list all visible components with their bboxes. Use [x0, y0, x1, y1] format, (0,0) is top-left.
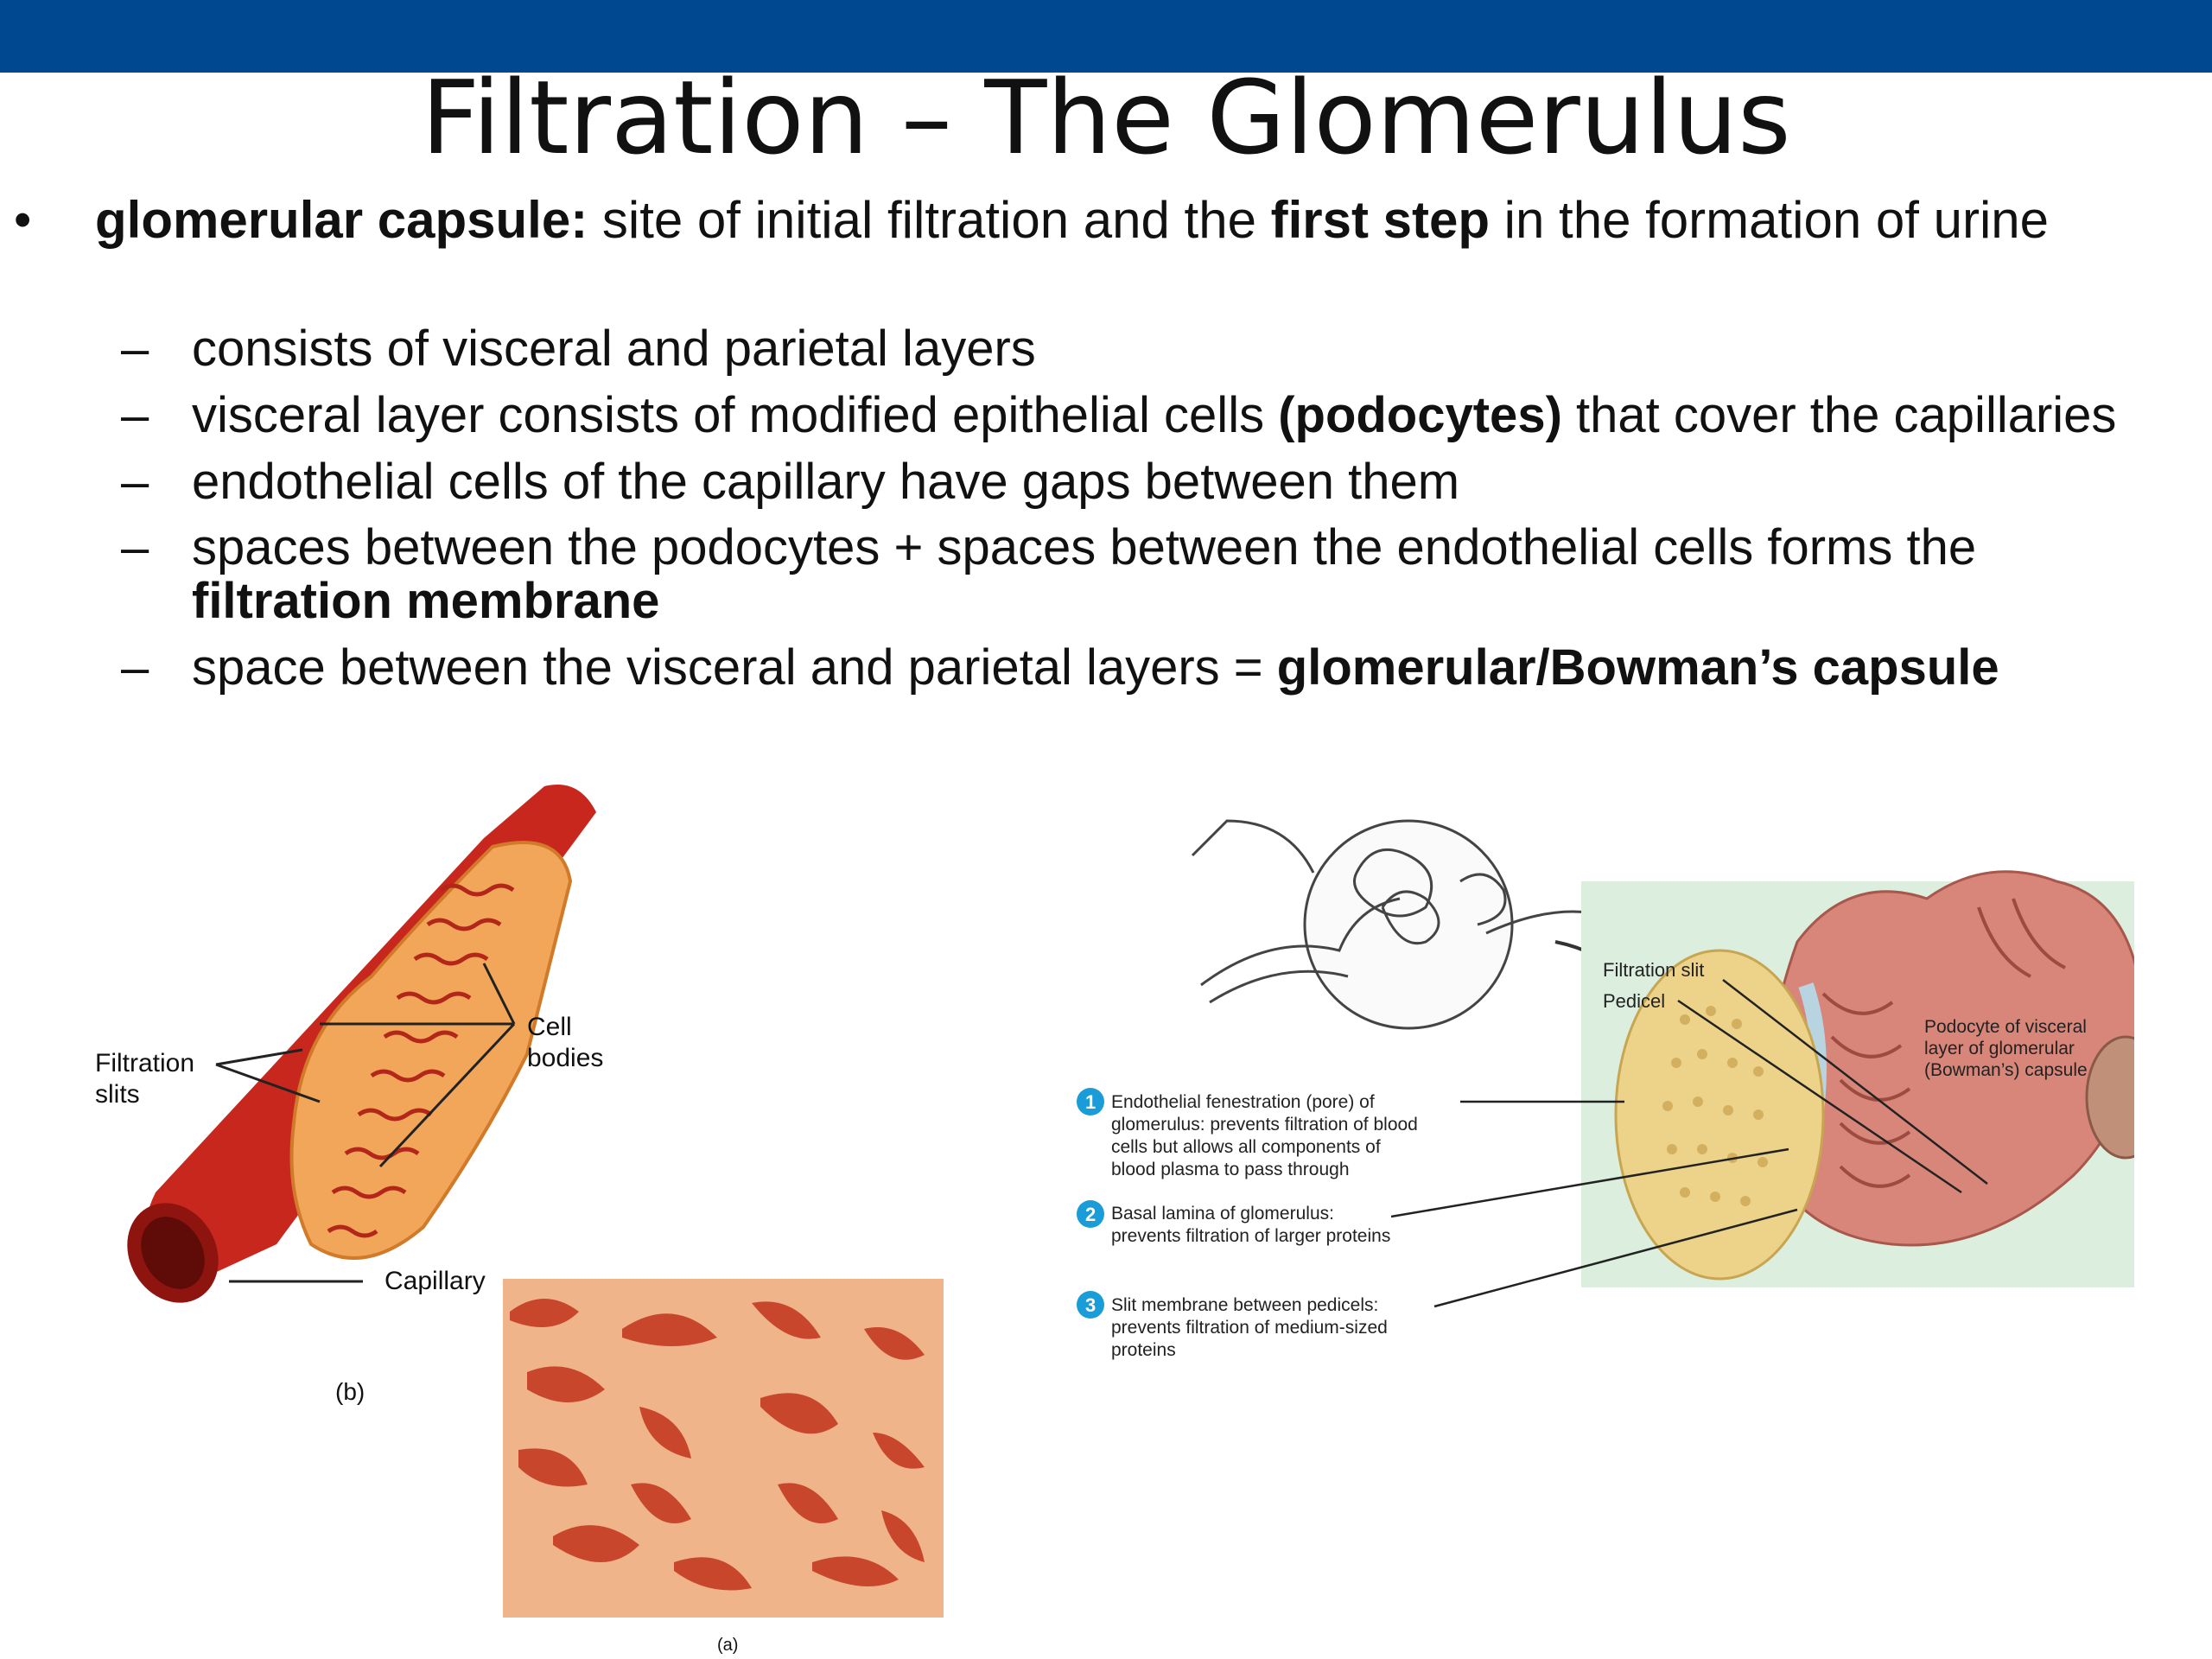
header-bar	[0, 0, 2212, 73]
callout-2-num: 2	[1085, 1204, 1096, 1225]
sub-bullet-3: endothelial cells of the capillary have …	[192, 454, 1460, 510]
label-podocyte-1: Podocyte of visceral	[1924, 1017, 2087, 1037]
term-podocytes: (podocytes)	[1278, 387, 1562, 443]
callout-1-line-4: blood plasma to pass through	[1111, 1160, 1350, 1179]
micrograph-a: (a)	[503, 1279, 944, 1655]
callout-3-line-3: proteins	[1111, 1340, 1176, 1360]
slide-title: Filtration – The Glomerulus	[421, 58, 1791, 177]
sub-bullet-2: visceral layer consists of modified epit…	[192, 389, 2179, 442]
label-filtration-slit: Filtration slit	[1603, 959, 1704, 981]
main-bullet: glomerular capsule: site of initial filt…	[95, 190, 2152, 251]
dash-1: –	[121, 321, 149, 377]
renal-corpuscle-sketch	[1191, 819, 1643, 1030]
label-a: (a)	[717, 1636, 738, 1655]
label-capillary: Capillary	[385, 1267, 486, 1295]
label-slits: slits	[95, 1080, 140, 1109]
left-leader-lines	[215, 963, 516, 1283]
callout-2-line-1: Basal lamina of glomerulus:	[1111, 1204, 1334, 1224]
main-text-c: in the formation of urine	[1490, 191, 2050, 249]
label-filtration: Filtration	[95, 1049, 194, 1077]
callout-3-line-2: prevents filtration of medium-sized	[1111, 1318, 1388, 1338]
callout-1-num: 1	[1085, 1091, 1096, 1113]
term-glomerular-capsule: glomerular capsule:	[95, 191, 588, 249]
endothelial-disc	[1614, 949, 1825, 1281]
podocyte-capillary-figure: Filtration slits Cell bodies Capillary (…	[95, 785, 603, 1405]
term-first-step: first step	[1270, 191, 1491, 249]
callout-3-line-1: Slit membrane between pedicels:	[1111, 1295, 1378, 1315]
fenestrations	[1662, 1006, 1768, 1206]
podocyte-body	[289, 841, 573, 1260]
callout-2-line-2: prevents filtration of larger proteins	[1111, 1226, 1390, 1246]
label-podocyte-2: layer of glomerular	[1924, 1039, 2075, 1058]
sub2-text-c: that cover the capillaries	[1561, 387, 2117, 443]
dash-5: –	[121, 639, 149, 696]
filtration-slits	[327, 883, 515, 1238]
right-leader-lines	[1390, 979, 1988, 1308]
term-bowmans-capsule: glomerular/Bowman’s capsule	[1276, 639, 1999, 696]
sub-bullet-5: space between the visceral and parietal …	[192, 641, 2179, 695]
filtration-membrane-figure: Filtration slit Pedicel Podocyte of visc…	[1077, 819, 2134, 1360]
term-filtration-membrane: filtration membrane	[192, 573, 660, 629]
podocyte-nucleus	[2085, 1035, 2134, 1160]
callout-1-line-2: glomerulus: prevents filtration of blood	[1111, 1115, 1418, 1135]
pedicels	[1821, 898, 2066, 1188]
sub-bullet-4: spaces between the podocytes + spaces be…	[192, 521, 2179, 628]
dash-3: –	[121, 454, 149, 510]
label-b: (b)	[335, 1378, 365, 1405]
callout-1-line-1: Endothelial fenestration (pore) of	[1111, 1092, 1375, 1112]
main-text-a: site of initial filtration and the	[588, 191, 1271, 249]
dash-4: –	[121, 519, 149, 575]
sub2-text-a: visceral layer consists of modified epit…	[192, 387, 1279, 443]
sub5-text-a: space between the visceral and parietal …	[192, 639, 1277, 696]
label-cell: Cell	[527, 1013, 572, 1041]
callout-2-icon	[1077, 1200, 1104, 1228]
dash-2: –	[121, 387, 149, 443]
label-pedicel: Pedicel	[1603, 990, 1665, 1012]
sub-bullet-1: consists of visceral and parietal layers	[192, 321, 1036, 377]
callout-1-line-3: cells but allows all components of	[1111, 1137, 1381, 1157]
label-bodies: bodies	[527, 1044, 603, 1072]
micrograph-pattern	[510, 1299, 925, 1591]
callout-3-icon	[1077, 1291, 1104, 1319]
label-podocyte-3: (Bowman’s) capsule	[1924, 1060, 2088, 1080]
bullet-dot: •	[14, 192, 32, 248]
callout-1-icon	[1077, 1088, 1104, 1116]
callout-3-num: 3	[1085, 1294, 1096, 1316]
sub4-text-a: spaces between the podocytes + spaces be…	[192, 519, 1977, 575]
